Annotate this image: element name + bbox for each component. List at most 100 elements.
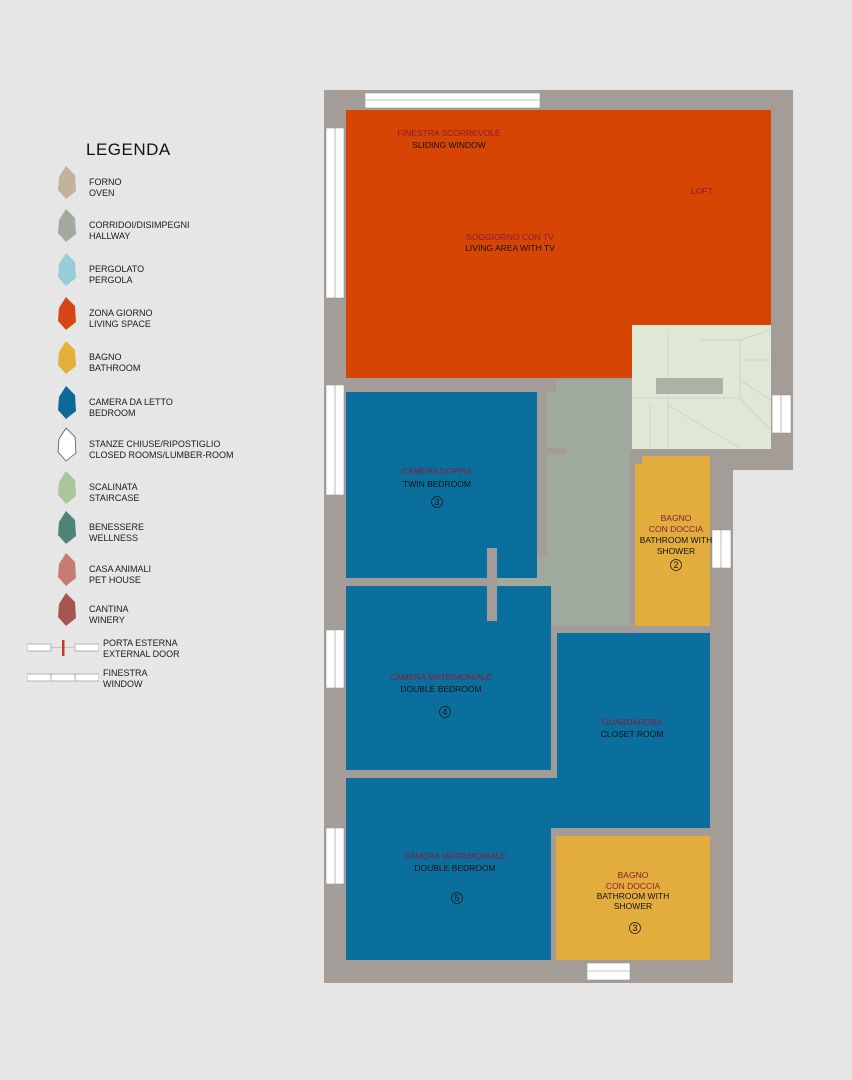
label-bath2: BAGNO CON DOCCIA BATHROOM WITH SHOWER 3 xyxy=(597,870,670,934)
bath1-number: 2 xyxy=(673,560,678,570)
legend-item-label-en: PET HOUSE xyxy=(89,575,141,585)
stair-steps xyxy=(632,329,772,449)
double1-label-it: CAMERA MATRIMONIALE xyxy=(390,672,493,682)
legend-item-label-it: PERGOLATO xyxy=(89,264,145,274)
legend-item-label-it: STANZE CHIUSE/RIPOSTIGLIO xyxy=(89,439,221,449)
sliding-window-label-it: FINESTRA SCORREVOLE xyxy=(398,128,501,138)
legend-item-label-en: OVEN xyxy=(89,188,115,198)
bath2-label-en2: SHOWER xyxy=(614,901,652,911)
double-bedroom-2 xyxy=(346,780,557,960)
double1-number: 4 xyxy=(442,707,447,717)
double2-label-en: DOUBLE BEDROOM xyxy=(414,863,495,873)
double2-number: 5 xyxy=(454,893,459,903)
legend-item-label-en: LIVING SPACE xyxy=(89,319,151,329)
label-double1: CAMERA MATRIMONIALE DOUBLE BEDROOM 4 xyxy=(390,672,493,718)
stair-landing xyxy=(656,378,723,394)
living-label-en: LIVING AREA WITH TV xyxy=(465,243,555,253)
living-label-it: SOGGIORNO CON TV xyxy=(466,232,554,242)
loft-label: LOFT xyxy=(691,186,713,196)
legend-item-label-en: CLOSED ROOMS/LUMBER-ROOM xyxy=(89,450,234,460)
label-double2: CAMERA MATRIMONIALE DOUBLE BEDROOM 5 xyxy=(404,851,507,904)
legend-item-label-it: CAMERA DA LETTO xyxy=(89,397,173,407)
bath1-label-it2: CON DOCCIA xyxy=(649,524,704,534)
bath1-number-circle xyxy=(670,559,682,571)
double2-number-circle xyxy=(451,892,463,904)
legend-symbol-label-it: FINESTRA xyxy=(103,668,148,678)
legend-item-label-it: CASA ANIMALI xyxy=(89,564,152,574)
twin-label-en: TWIN BEDROOM xyxy=(403,479,471,489)
bath1-label-en2: SHOWER xyxy=(657,546,695,556)
legend-item-label-en: BEDROOM xyxy=(89,408,136,418)
double2-label-it: CAMERA MATRIMONIALE xyxy=(404,851,507,861)
legend-item-label-en: WELLNESS xyxy=(89,533,139,543)
pet-house-swatch-icon xyxy=(58,553,76,586)
twin-number: 3 xyxy=(434,497,439,507)
closed-rooms-swatch-icon xyxy=(57,427,77,462)
sliding-window-label-en: SLIDING WINDOW xyxy=(412,140,486,150)
window-frames xyxy=(334,99,782,972)
bathroom-1 xyxy=(635,456,710,626)
label-living: SOGGIORNO CON TV LIVING AREA WITH TV xyxy=(465,232,555,253)
window-symbol-icon xyxy=(27,673,99,682)
legend-item-label-it: ZONA GIORNO xyxy=(89,308,153,318)
bath1-label-en1: BATHROOM WITH xyxy=(640,535,713,545)
bath1-label-it1: BAGNO xyxy=(661,513,692,523)
wellness-swatch-icon xyxy=(58,511,76,544)
double1-number-circle xyxy=(439,706,451,718)
legend-item-label-it: CANTINA xyxy=(89,604,129,614)
twin-bedroom xyxy=(346,392,537,578)
legend-item-label-it: BAGNO xyxy=(89,352,122,362)
window-top xyxy=(364,92,541,109)
legend-symbol-label-en: WINDOW xyxy=(103,679,143,689)
twin-label-it: CAMERA DOPPIA xyxy=(402,466,473,476)
bathroom-swatch-icon xyxy=(58,341,76,374)
legend-item-label-it: FORNO xyxy=(89,177,122,187)
bath2-number: 3 xyxy=(632,923,637,933)
winery-swatch-icon xyxy=(58,593,76,626)
bedroom-swatch-icon xyxy=(58,386,76,419)
window-right-2 xyxy=(711,529,732,569)
legend-item-label-it: BENESSERE xyxy=(89,522,145,532)
twin-number-circle xyxy=(431,496,443,508)
hallway-swatch-icon xyxy=(58,209,76,242)
interior-walls xyxy=(346,378,710,960)
label-bath1: BAGNO CON DOCCIA BATHROOM WITH SHOWER 2 xyxy=(640,513,713,571)
closet-label-it: GUARDAROBA xyxy=(602,717,663,727)
living-space-swatch-icon xyxy=(58,297,76,330)
legend-item-label-en: BATHROOM xyxy=(89,363,141,373)
label-twin: CAMERA DOPPIA TWIN BEDROOM 3 xyxy=(402,466,473,508)
pergola-swatch-icon xyxy=(58,253,76,286)
staircase-swatch-icon xyxy=(58,471,76,504)
bath2-label-en1: BATHROOM WITH xyxy=(597,891,670,901)
legend-symbol-label-it: PORTA ESTERNA xyxy=(103,638,178,648)
oven-swatch-icon xyxy=(58,166,76,199)
closet-label-en: CLOSET ROOM xyxy=(601,729,664,739)
double-bedroom-1 xyxy=(346,586,551,770)
window-right-1 xyxy=(771,394,792,434)
bath2-label-it2: CON DOCCIA xyxy=(606,881,661,891)
legend-item-label-en: HALLWAY xyxy=(89,231,131,241)
external-door-symbol-icon xyxy=(27,640,99,656)
bathroom-2 xyxy=(556,836,710,960)
